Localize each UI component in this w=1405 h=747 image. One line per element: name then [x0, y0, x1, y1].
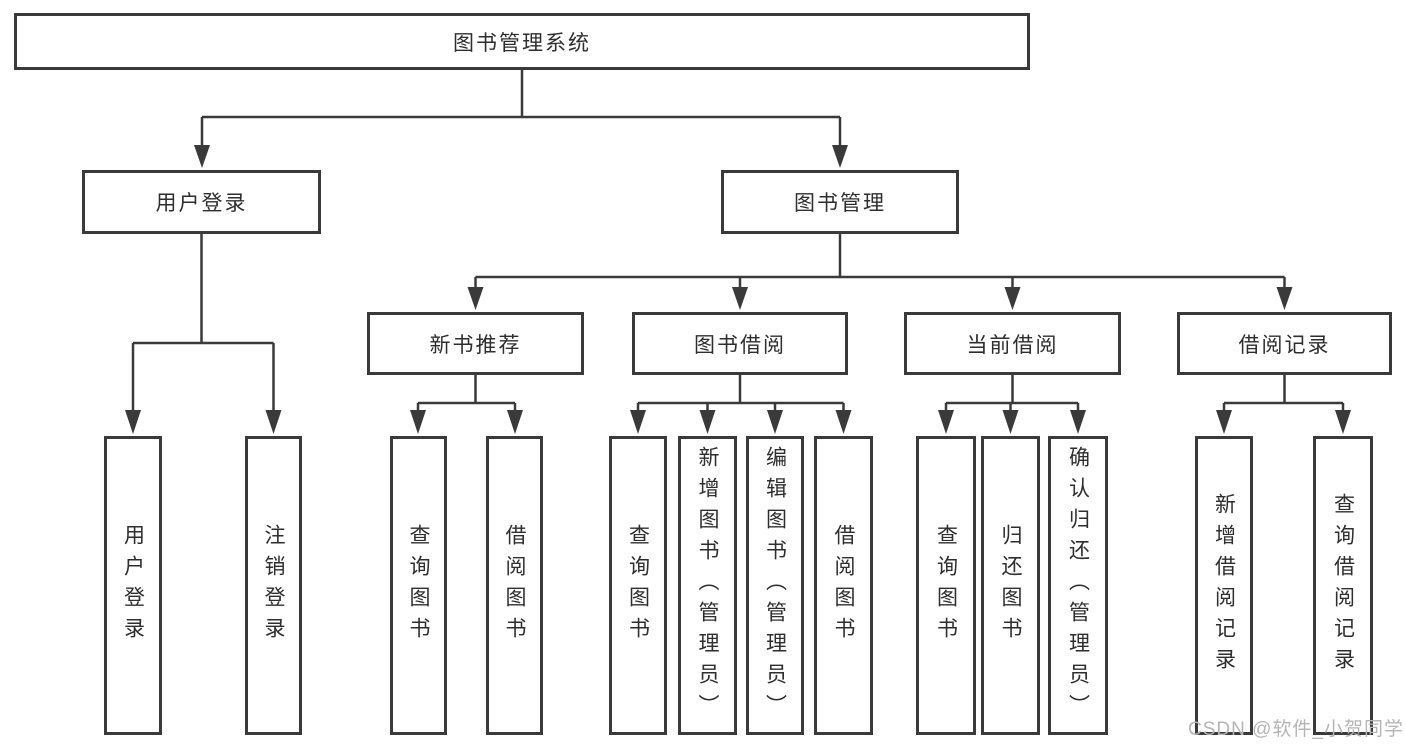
node-borrow-books-leaf: 借阅图书 [814, 436, 873, 735]
node-new-book-recommendation: 新书推荐 [367, 312, 584, 375]
connector-current-borrowing [938, 375, 1086, 434]
node-user-login: 用户登录 [82, 170, 321, 234]
node-confirm-return-admin: 确认归还（管理员） [1048, 436, 1108, 735]
node-edit-book-admin: 编辑图书（管理员） [746, 436, 804, 735]
connector-book-borrowing [630, 375, 852, 434]
node-borrow-books-recommend: 借阅图书 [486, 436, 543, 735]
node-return-book: 归还图书 [981, 436, 1040, 735]
node-current-borrowing: 当前借阅 [904, 312, 1121, 375]
node-book-borrowing: 图书借阅 [632, 312, 848, 375]
node-query-books-borrow: 查询图书 [609, 436, 667, 735]
node-query-books-current: 查询图书 [916, 436, 976, 735]
node-add-book-admin: 新增图书（管理员） [678, 436, 737, 735]
watermark-text: CSDN @软件_小贺同学 [1188, 719, 1404, 740]
node-library-system: 图书管理系统 [14, 13, 1030, 70]
connector-user-login [125, 234, 282, 434]
node-query-borrow-record: 查询借阅记录 [1313, 436, 1373, 735]
node-book-management: 图书管理 [721, 170, 959, 234]
node-query-books-recommend: 查询图书 [390, 436, 447, 735]
node-add-borrow-record: 新增借阅记录 [1195, 436, 1253, 735]
node-user-login-leaf: 用户登录 [104, 436, 162, 735]
connector-new-book [410, 375, 523, 434]
node-logout: 注销登录 [245, 436, 302, 735]
node-borrowing-records: 借阅记录 [1177, 312, 1392, 375]
connector-book-management [467, 234, 1293, 310]
connector-root [194, 70, 848, 168]
connector-borrowing-records [1216, 375, 1351, 434]
